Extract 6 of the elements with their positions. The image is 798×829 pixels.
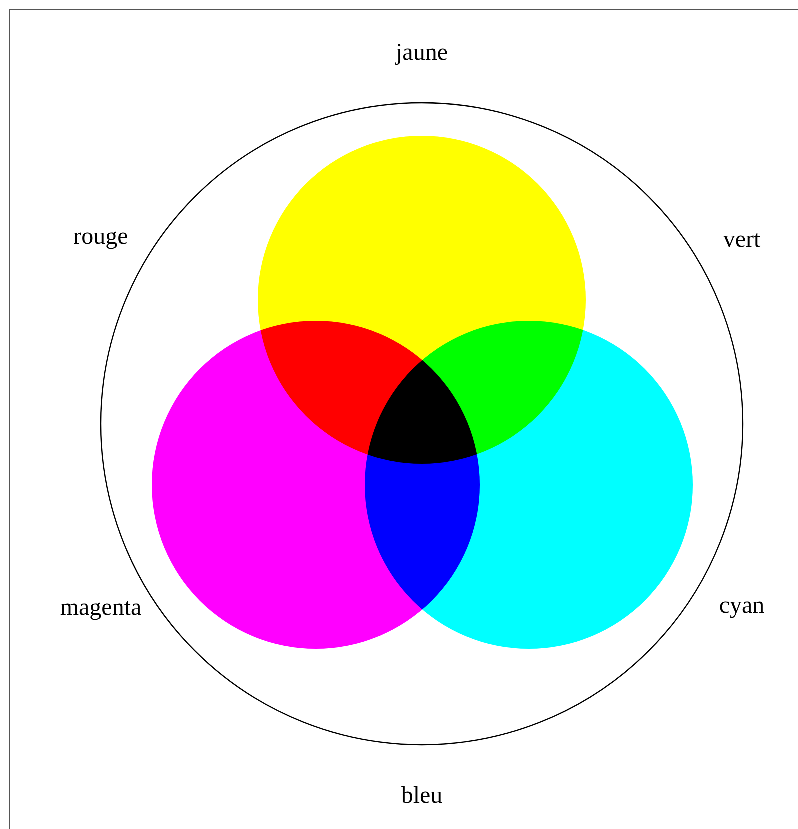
color-name: cyan <box>719 594 765 618</box>
color-name: vert <box>723 228 761 252</box>
color-name: bleu <box>401 784 443 808</box>
color-name: jaune <box>396 41 448 65</box>
color-name: rouge <box>74 225 128 249</box>
color-name: magenta <box>60 596 142 620</box>
